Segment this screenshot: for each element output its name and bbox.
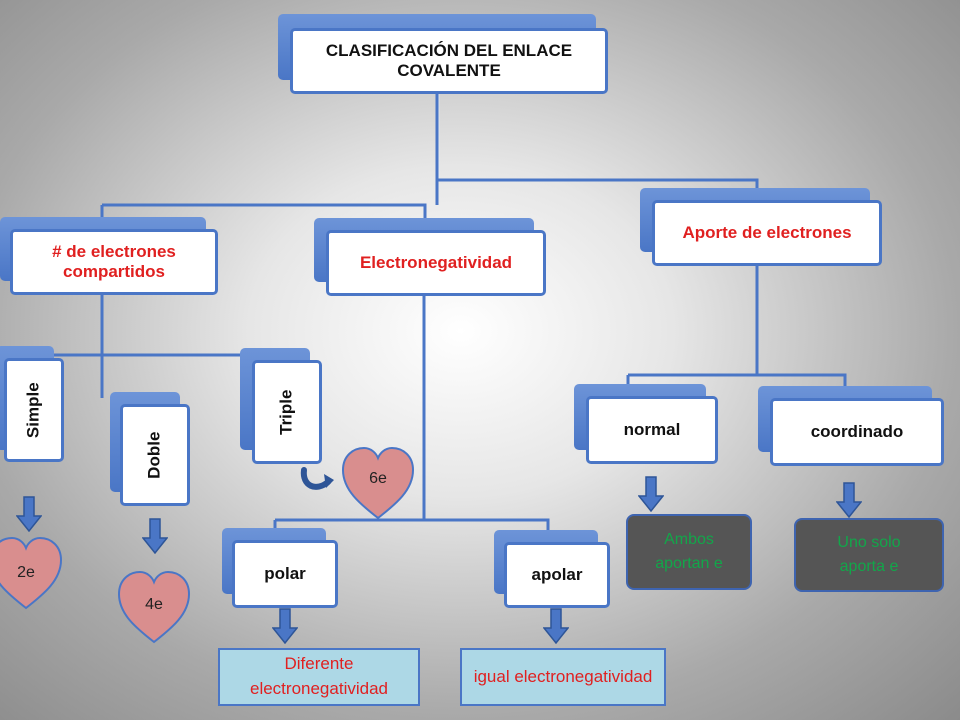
arrow-down-icon [543,608,569,644]
bond-doble: Doble [110,392,190,506]
aporte-normal-desc-text: Ambos aportan e [655,531,723,572]
polar-desc: Diferente electronegatividad [218,648,420,706]
aporte-coordinado-desc-text: Uno solo aporta e [837,534,901,575]
electrons-triple-label: 6e [369,470,387,487]
polarity-polar: polar [222,528,338,608]
aporte-normal: normal [574,384,718,464]
electrons-doble-label: 4e [145,596,163,613]
root-node: CLASIFICACIÓN DEL ENLACE COVALENTE [278,14,608,94]
bond-simple-label: Simple [23,382,43,438]
heart-icon: 4e [116,568,192,646]
aporte-coordinado-desc: Uno solo aporta e [794,518,944,592]
category-electronegativity: Electronegatividad [314,218,546,296]
polar-desc-text: Diferente electronegatividad [250,654,388,698]
aporte-normal-label: normal [623,419,681,439]
arrow-down-icon [142,518,168,554]
bond-triple-label: Triple [276,389,296,435]
polarity-apolar: apolar [494,530,610,608]
category-aporte: Aporte de electrones [640,188,882,266]
curved-arrow-icon [300,467,334,490]
category-aporte-label: Aporte de electrones [682,222,852,242]
bond-simple: Simple [0,346,68,464]
apolar-desc: igual electronegatividad [460,648,666,706]
category-shared-electrons: # de electrones compartidos [0,217,218,295]
aporte-coordinado: coordinado [758,386,944,466]
arrow-down-icon [16,496,42,532]
category-shared-label: # de electrones compartidos [52,241,176,281]
arrow-down-icon [272,608,298,644]
polarity-polar-label: polar [264,563,306,583]
aporte-coordinado-label: coordinado [810,421,904,441]
heart-icon: 2e [0,534,64,612]
bond-triple: Triple [240,348,322,464]
arrow-down-icon [836,482,862,518]
polarity-apolar-label: apolar [531,564,583,584]
category-electroneg-label: Electronegatividad [359,252,513,272]
arrow-down-icon [638,476,664,512]
apolar-desc-text: igual electronegatividad [473,666,653,686]
aporte-normal-desc: Ambos aportan e [626,514,752,590]
bond-doble-label: Doble [144,431,164,479]
heart-icon: 6e [340,444,416,522]
root-label: CLASIFICACIÓN DEL ENLACE COVALENTE [325,40,573,80]
electrons-simple-label: 2e [17,564,35,581]
